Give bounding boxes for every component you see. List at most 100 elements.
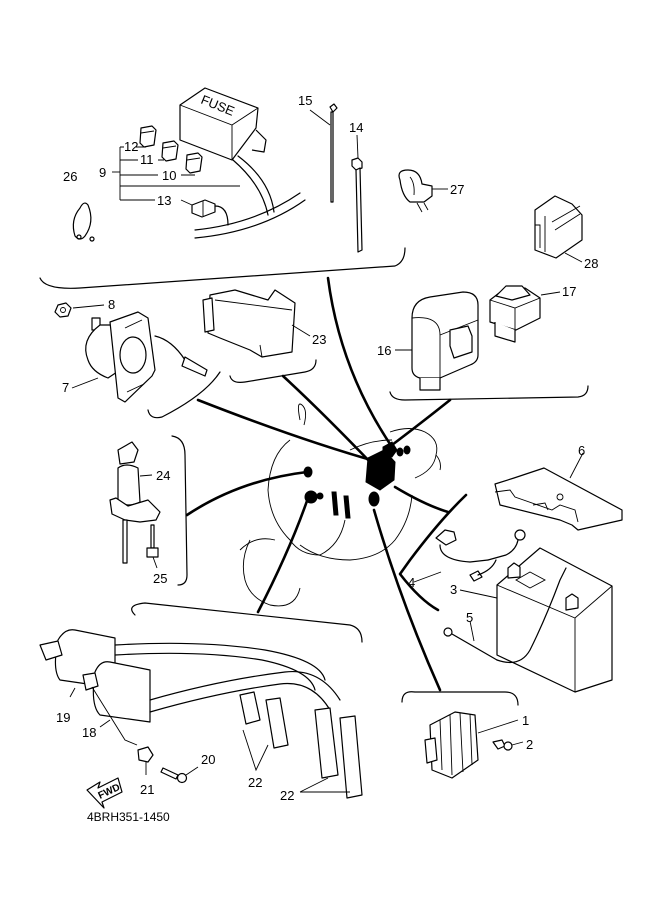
harness-wire [194,192,301,231]
relay-17[interactable] [489,285,541,343]
high-tension-leads [114,642,341,713]
cable-tie-14[interactable] [351,157,363,253]
callout-6[interactable]: 6 [578,443,585,458]
leader-4 [413,571,442,583]
group-bracket-coils [131,602,363,643]
group-bracket-switch [171,435,188,586]
leader-24 [139,474,153,477]
battery-lead-positive-4[interactable] [435,529,526,582]
leader-1 [477,719,519,734]
main-switch-24[interactable] [109,441,161,564]
battery-lead-negative-5[interactable] [443,567,567,663]
callout-28[interactable]: 28 [584,256,598,271]
igniter-unit-23[interactable] [202,289,296,358]
leader-9-branches [120,146,240,201]
leader-3 [459,589,498,599]
callout-26[interactable]: 26 [63,169,77,184]
group-bracket-igniter [229,359,317,383]
callout-17[interactable]: 17 [562,284,576,299]
nut-8[interactable] [54,302,72,318]
leader-2 [511,741,524,746]
battery-cover-6[interactable] [494,467,623,531]
battery-3[interactable] [496,547,613,693]
callout-9[interactable]: 9 [99,165,106,180]
bolt-2[interactable] [492,739,513,751]
bolt-25[interactable] [146,524,159,558]
leader-25 [152,556,158,569]
group-bracket-relays [389,385,589,401]
callout-labels: 15 14 27 28 12 11 9 10 26 13 8 23 17 16 … [56,93,598,824]
group-bracket-top [39,247,406,289]
collar-21[interactable] [137,746,154,763]
callout-4[interactable]: 4 [408,575,415,590]
callout-23[interactable]: 23 [312,332,326,347]
callout-14[interactable]: 14 [349,120,363,135]
callout-10[interactable]: 10 [162,168,176,183]
leader-8 [72,304,105,309]
leader-23 [291,324,311,337]
connector-13[interactable] [191,199,229,226]
cable-tie-15[interactable] [329,103,338,203]
plug-cap[interactable] [314,707,339,779]
leader-6 [569,452,584,479]
harness-wire [237,155,275,213]
callout-18[interactable]: 18 [82,725,96,740]
leader-18 [99,719,111,728]
leader-19 [69,687,76,698]
callout-20[interactable]: 20 [201,752,215,767]
callout-2[interactable]: 2 [526,737,533,752]
callout-12[interactable]: 12 [124,139,138,154]
starter-relay-28[interactable] [534,195,583,259]
callout-27[interactable]: 27 [450,182,464,197]
leader-17 [540,291,561,296]
callout-22-a[interactable]: 22 [248,775,262,790]
plug-cap[interactable] [239,691,261,725]
callout-21[interactable]: 21 [140,782,154,797]
callout-22-b[interactable]: 22 [280,788,294,803]
leader-5 [469,620,475,642]
forward-direction-arrow: FWD [86,777,123,809]
harness-wire [194,199,306,239]
callout-19[interactable]: 19 [56,710,70,725]
flasher-relay-16[interactable] [411,291,479,391]
drawing-reference-code: 4BRH351-1450 [87,810,170,824]
callout-5[interactable]: 5 [466,610,473,625]
fuse-box-group: FUSE [39,87,448,289]
band-26[interactable] [72,202,95,242]
leader-28 [564,252,583,263]
fuse-10[interactable] [185,152,203,174]
fuse-11[interactable] [161,140,179,162]
callout-11[interactable]: 11 [140,152,154,167]
ignition-coil-18[interactable] [82,661,151,723]
group-leader-lines [185,276,468,692]
spark-plug-caps[interactable] [239,691,363,799]
group-bracket-horn [147,371,221,419]
callout-25[interactable]: 25 [153,571,167,586]
leader-21-link [91,686,138,746]
leader-7 [71,377,99,389]
rectifier-regulator-1[interactable] [401,691,519,779]
fuse-12[interactable] [139,125,157,148]
callout-7[interactable]: 7 [62,380,69,395]
callout-13[interactable]: 13 [157,193,171,208]
leader-20 [185,766,199,776]
relay-group [389,285,589,401]
plug-cap[interactable] [265,697,289,749]
plug-cap[interactable] [339,715,363,799]
horn-7[interactable] [85,311,208,403]
leader-22a [242,729,269,772]
bolt-20[interactable] [160,767,188,784]
clamp-27[interactable] [398,169,433,213]
callout-1[interactable]: 1 [522,713,529,728]
leader-22b [299,777,350,793]
callout-16[interactable]: 16 [377,343,391,358]
harness-wire [232,159,269,216]
callout-3[interactable]: 3 [450,582,457,597]
group-bracket-rectifier [401,691,519,706]
callout-24[interactable]: 24 [156,468,170,483]
callout-8[interactable]: 8 [108,297,115,312]
leader-15 [309,109,331,126]
fuse-box[interactable]: FUSE [179,87,267,161]
callout-15[interactable]: 15 [298,93,312,108]
